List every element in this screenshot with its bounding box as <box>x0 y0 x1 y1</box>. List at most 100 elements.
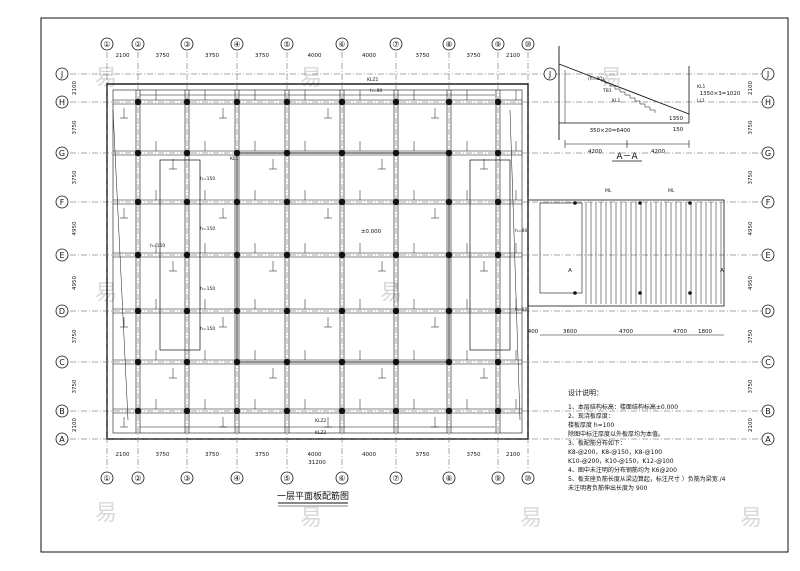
left-dimension: 4950 <box>72 221 78 235</box>
grid-bubble-label: F <box>766 198 771 207</box>
grid-bubble-circle <box>761 432 775 446</box>
grid-bubble-circle <box>389 471 403 485</box>
grid-bubble-label: ⑥ <box>338 40 345 49</box>
grid-bubble-circle <box>389 37 403 51</box>
grid-bubble: ⑨ <box>491 37 505 51</box>
grid-bubble-label: A <box>765 435 771 444</box>
grid-bubble-circle <box>100 37 114 51</box>
column-mark <box>134 307 142 315</box>
ramp-dimension: 4700 <box>673 329 687 335</box>
watermark-glyph: 易 <box>95 281 117 306</box>
top-dimension: 4000 <box>362 53 376 59</box>
grid-bubble-circle <box>521 471 535 485</box>
top-dimension: 3750 <box>467 53 481 59</box>
ramp-section-mark: A <box>568 268 572 274</box>
ramp-tag: ML <box>605 188 612 194</box>
section-label: (h=80) <box>588 76 604 82</box>
column-mark <box>134 407 142 415</box>
watermark-glyph: 易 <box>520 506 542 531</box>
column-mark <box>445 358 453 366</box>
grid-bubble-circle <box>335 37 349 51</box>
columns <box>134 98 502 415</box>
grid-bubble-circle <box>761 67 775 81</box>
grid-bubble-circle <box>55 67 69 81</box>
note-line: 未注明者负筋伸出长度为 900 <box>568 484 648 492</box>
grid-bubble-circle <box>761 404 775 418</box>
column-mark <box>233 307 241 315</box>
column-mark <box>338 407 346 415</box>
grid-bubble-circle <box>491 37 505 51</box>
left-dimension: 3750 <box>72 379 78 393</box>
section-dimension: 350×20=6400 <box>590 128 631 134</box>
slab-thickness-label: h=80 <box>370 88 382 94</box>
column-mark <box>445 149 453 157</box>
grid-bubble-label: ⑦ <box>392 40 399 49</box>
bottom-dimension: 3750 <box>205 452 219 458</box>
grid-bubble-circle <box>280 37 294 51</box>
grid-bubble-label: A <box>59 435 65 444</box>
grid-bubble-label: ① <box>103 474 110 483</box>
grid-bubble-circle <box>761 146 775 160</box>
grid-bubble-label: ⑩ <box>524 474 531 483</box>
beam-tag: KLZ1 <box>367 77 379 83</box>
overall-dimension: 31200 <box>308 460 326 466</box>
grid-bubble: ⑩ <box>521 37 535 51</box>
top-dimension: 3750 <box>156 53 170 59</box>
beam-tag: KL1 <box>230 156 238 162</box>
column-mark <box>183 307 191 315</box>
grid-bubble-circle <box>55 248 69 262</box>
ramp-post <box>688 201 692 205</box>
note-line: K10-@200，K10-@150，K12-@100 <box>568 458 674 465</box>
rebar-marks <box>112 90 521 428</box>
grid-bubble-label: ② <box>134 40 141 49</box>
grid-bubble: G <box>761 146 775 160</box>
grid-bubble-circle <box>55 95 69 109</box>
grid-bubble-label: J <box>60 70 63 79</box>
note-line: 楼板厚度 h=100 <box>568 421 614 429</box>
column-mark <box>283 358 291 366</box>
stair-step <box>635 100 641 104</box>
column-mark <box>283 149 291 157</box>
column-mark <box>283 98 291 106</box>
section-stairs: KB1(h=80)TB1KL1KL1LL142004200350×20=6400… <box>548 71 741 155</box>
grid-bubble-label: ⑧ <box>445 474 452 483</box>
section-label: KL1 <box>612 98 620 104</box>
grid-bubble-circle <box>442 37 456 51</box>
column-mark <box>183 198 191 206</box>
grid-bubble: ① <box>100 37 114 51</box>
grid-bubble: ② <box>131 37 145 51</box>
note-line: 除图中标注厚度以外板厚均为本值。 <box>568 430 664 438</box>
top-dimension: 3750 <box>255 53 269 59</box>
ramp-dimension: 3600 <box>563 329 577 335</box>
note-line: 1、本层结构标高：楼面结构标高±0.000 <box>568 403 678 411</box>
column-mark <box>445 251 453 259</box>
column-mark <box>494 407 502 415</box>
stair-step <box>625 94 631 98</box>
right-dimension: 3750 <box>748 170 754 184</box>
grid-bubble-circle <box>280 471 294 485</box>
stair-step <box>650 109 656 113</box>
note-line: 2、现浇板厚度： <box>568 412 614 420</box>
plan-labels: h=80h=150h=150h=150h=150h=150h=80h=80KLZ… <box>150 77 527 436</box>
grid-bubble-label: B <box>59 407 65 416</box>
grid-bubble-label: B <box>765 407 771 416</box>
column-mark <box>445 198 453 206</box>
section-dimension: 1350 <box>669 116 683 122</box>
ramp-dimension: 4700 <box>619 329 633 335</box>
bottom-dimension: 3750 <box>255 452 269 458</box>
section-label: TB1 <box>602 88 612 94</box>
stair-step <box>605 82 611 86</box>
column-mark <box>392 98 400 106</box>
grid-bubble: D <box>761 304 775 318</box>
grid-bubble: ③ <box>180 37 194 51</box>
dimension-labels: 2100210037503750375037503750375040004000… <box>72 53 754 458</box>
ramp-section-mark: A <box>720 268 724 274</box>
ramp-dimension: 1800 <box>698 329 712 335</box>
watermark-glyph: 易 <box>300 66 322 91</box>
grid-bubble: ② <box>131 471 145 485</box>
ramp-tag: ML <box>668 188 675 194</box>
grid-bubble-label: D <box>765 307 771 316</box>
watermark-glyph: 易 <box>380 281 402 306</box>
grid-bubble-label: ④ <box>233 474 240 483</box>
